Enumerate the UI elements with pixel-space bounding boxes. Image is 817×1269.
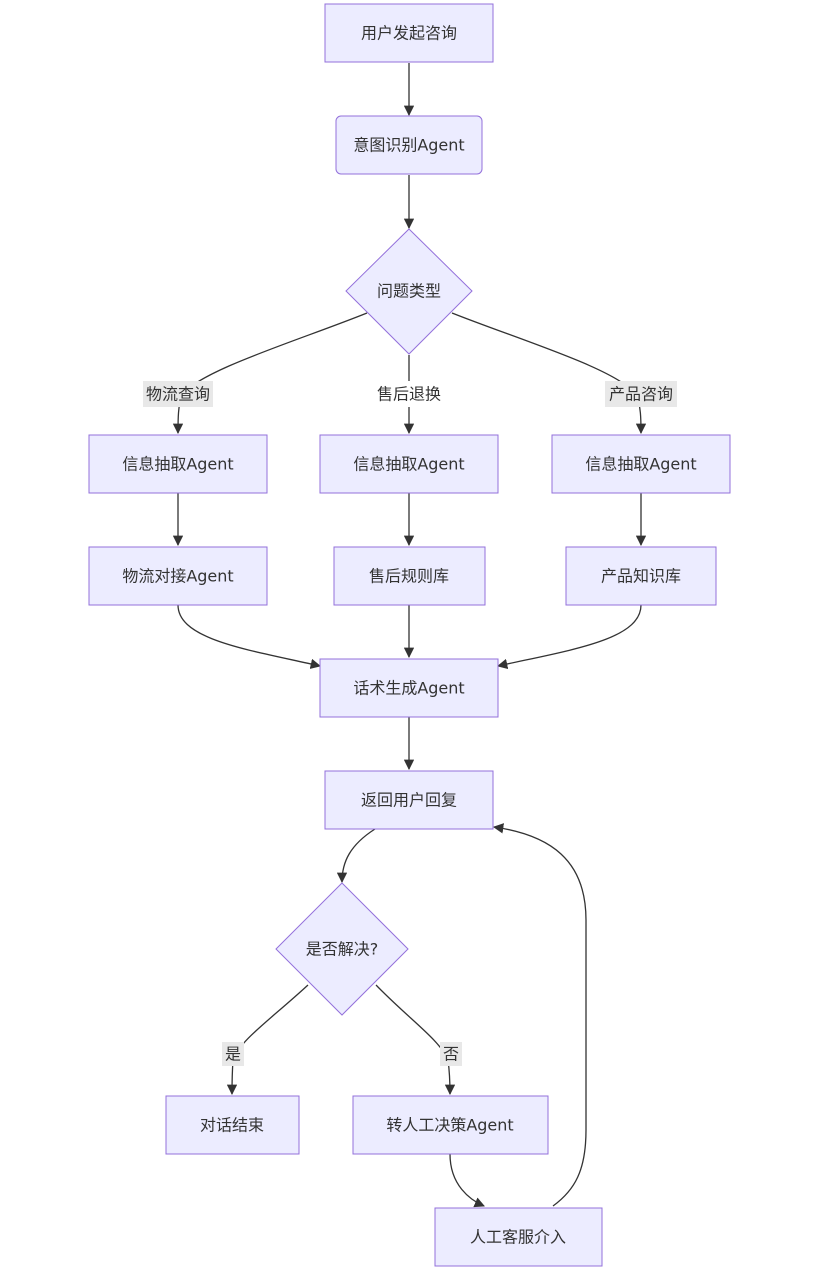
node-question-type: 问题类型 <box>345 228 473 355</box>
svg-text:话术生成Agent: 话术生成Agent <box>353 679 464 698</box>
edge-resolved-end <box>226 984 309 1096</box>
svg-text:信息抽取Agent: 信息抽取Agent <box>353 455 464 474</box>
edge-type-product <box>451 312 647 435</box>
svg-text:转人工决策Agent: 转人工决策Agent <box>386 1116 513 1135</box>
node-script-gen: 话术生成Agent <box>319 658 499 718</box>
node-human: 人工客服介入 <box>434 1207 603 1267</box>
node-aftersale-rules: 售后规则库 <box>333 546 486 606</box>
svg-text:对话结束: 对话结束 <box>200 1116 264 1135</box>
node-extract-aftersale: 信息抽取Agent <box>319 434 499 494</box>
edge-type-logistics <box>172 312 368 435</box>
svg-text:是否解决?: 是否解决? <box>306 940 379 959</box>
node-end: 对话结束 <box>165 1095 300 1155</box>
svg-text:信息抽取Agent: 信息抽取Agent <box>122 455 233 474</box>
edge-label-aftersale: 售后退换 <box>373 381 445 407</box>
svg-text:售后规则库: 售后规则库 <box>369 567 449 586</box>
edge-resolved-handoff <box>375 984 456 1096</box>
node-resolved: 是否解决? <box>275 882 409 1016</box>
node-logistics-agent: 物流对接Agent <box>88 546 268 606</box>
svg-text:意图识别Agent: 意图识别Agent <box>353 136 464 155</box>
svg-text:售后退换: 售后退换 <box>377 385 441 404</box>
node-start: 用户发起咨询 <box>324 3 494 63</box>
node-reply: 返回用户回复 <box>324 770 494 830</box>
svg-text:物流对接Agent: 物流对接Agent <box>122 567 233 586</box>
svg-text:问题类型: 问题类型 <box>377 282 441 301</box>
node-intent: 意图识别Agent <box>335 115 483 175</box>
svg-text:用户发起咨询: 用户发起咨询 <box>361 24 457 43</box>
node-handoff: 转人工决策Agent <box>352 1095 549 1155</box>
node-extract-logistics: 信息抽取Agent <box>88 434 268 494</box>
node-product-kb: 产品知识库 <box>565 546 717 606</box>
edge-logistics-script <box>177 604 322 669</box>
svg-text:物流查询: 物流查询 <box>146 385 210 404</box>
edge-label-product: 产品咨询 <box>605 381 677 407</box>
edge-label-logistics: 物流查询 <box>143 381 213 407</box>
svg-text:是: 是 <box>225 1045 241 1064</box>
svg-text:产品咨询: 产品咨询 <box>609 385 673 404</box>
edge-handoff-human <box>449 1153 485 1208</box>
edge-label-yes: 是 <box>222 1042 244 1066</box>
svg-text:否: 否 <box>443 1045 459 1064</box>
edge-label-no: 否 <box>440 1042 462 1066</box>
edge-reply-resolved <box>336 828 376 884</box>
svg-text:信息抽取Agent: 信息抽取Agent <box>585 455 696 474</box>
svg-text:返回用户回复: 返回用户回复 <box>361 791 457 810</box>
svg-text:产品知识库: 产品知识库 <box>601 567 681 586</box>
edge-kb-script <box>496 604 642 670</box>
node-extract-product: 信息抽取Agent <box>551 434 731 494</box>
edge-human-reply <box>492 823 587 1207</box>
svg-text:人工客服介入: 人工客服介入 <box>470 1228 566 1247</box>
